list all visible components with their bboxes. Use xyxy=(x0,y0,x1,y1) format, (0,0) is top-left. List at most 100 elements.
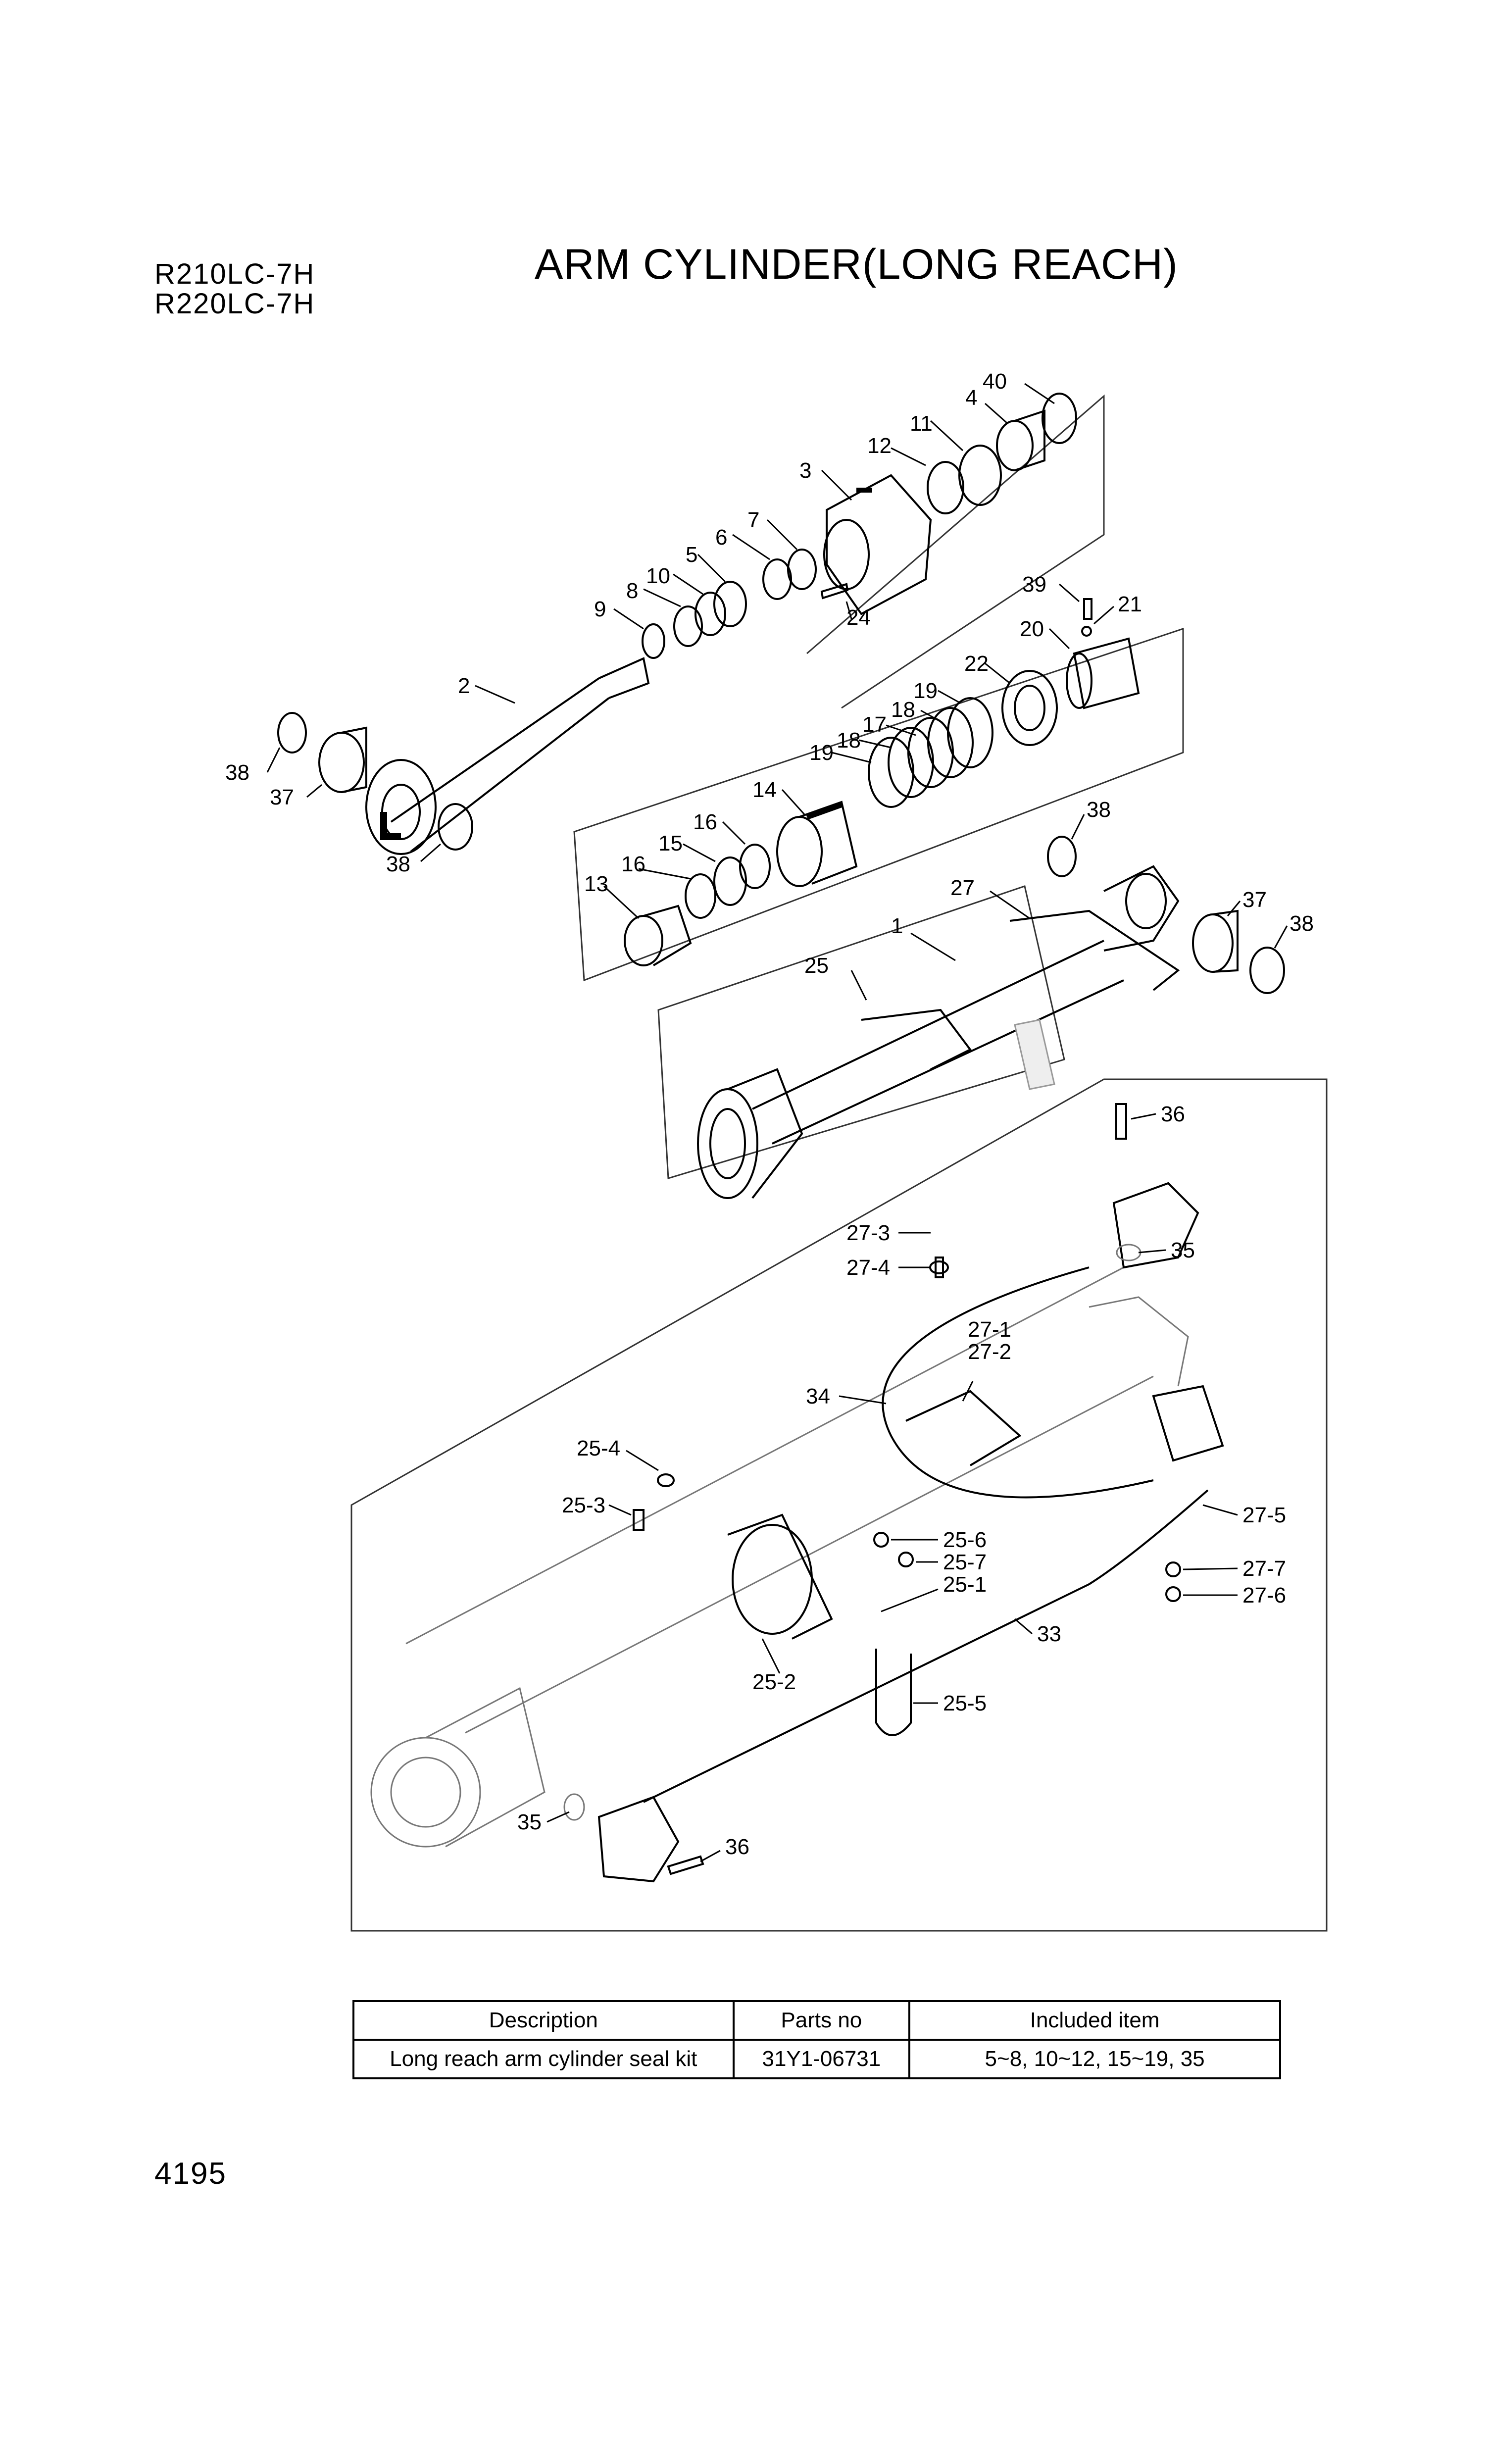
ring-16-b xyxy=(685,873,716,919)
page-number: 4195 xyxy=(154,2157,227,2191)
callout-12: 12 xyxy=(867,434,892,458)
nut-22 xyxy=(1001,670,1058,746)
callout-38-a: 38 xyxy=(225,760,249,785)
cylinder-assembly-ghost xyxy=(370,1266,1189,1848)
seal-38-c xyxy=(1047,836,1077,877)
cell-description: Long reach arm cylinder seal kit xyxy=(352,2039,735,2079)
clamp-27 xyxy=(1009,909,1180,991)
o-ring-35-bottom xyxy=(563,1793,585,1821)
callout-25-6: 25-6 xyxy=(943,1528,987,1552)
pipe-34 xyxy=(882,1266,1154,1499)
callout-27-3: 27-3 xyxy=(846,1221,890,1245)
callout-2: 2 xyxy=(458,674,470,698)
callout-33: 33 xyxy=(1037,1622,1061,1646)
callout-8: 8 xyxy=(626,579,638,603)
piston-rod xyxy=(365,657,650,855)
ring-40 xyxy=(1042,393,1077,444)
washer-25-7 xyxy=(898,1552,914,1567)
callout-27-4: 27-4 xyxy=(846,1256,890,1280)
seal-8 xyxy=(673,605,703,647)
seal-7 xyxy=(787,549,817,590)
washer-27-7 xyxy=(1165,1561,1181,1577)
callout-9: 9 xyxy=(594,597,606,621)
packing-group-panel xyxy=(573,627,1184,982)
callout-25-2: 25-2 xyxy=(752,1670,796,1694)
callout-35-a: 35 xyxy=(1171,1238,1195,1262)
bolt-36-top xyxy=(1115,1103,1127,1140)
cell-parts-no: 31Y1-06731 xyxy=(732,2039,911,2079)
cylinder-tube xyxy=(697,865,1180,1199)
ring-16-a xyxy=(739,844,771,889)
header-included-item: Included item xyxy=(908,2000,1281,2041)
callout-6: 6 xyxy=(715,525,727,550)
seal-38-b xyxy=(438,803,473,851)
callout-25-5: 25-5 xyxy=(943,1691,987,1715)
callout-17: 17 xyxy=(862,712,887,737)
bolt-24 xyxy=(820,583,849,600)
callout-10: 10 xyxy=(646,564,670,588)
callout-15: 15 xyxy=(658,831,683,855)
seal-38-d xyxy=(1249,947,1285,994)
callout-36-b: 36 xyxy=(725,1835,749,1859)
washer-27-4 xyxy=(929,1260,949,1274)
clamp-27-band xyxy=(905,1390,1022,1466)
callout-27-1: 27-1 xyxy=(968,1317,1011,1342)
callout-27-5: 27-5 xyxy=(1242,1503,1286,1527)
clamp-25 xyxy=(861,1008,972,1070)
callout-27: 27 xyxy=(950,876,975,900)
callout-1: 1 xyxy=(891,914,903,938)
callout-38-c: 38 xyxy=(1087,798,1111,822)
pipe-33 xyxy=(643,1489,1209,1803)
flange-27-5 xyxy=(1152,1385,1224,1462)
callout-7: 7 xyxy=(747,508,759,532)
model-name-1: R210LC-7H xyxy=(154,258,315,290)
callout-37-a: 37 xyxy=(270,785,294,809)
ring-18-a xyxy=(888,727,934,798)
callout-35-b: 35 xyxy=(517,1810,542,1834)
rod-group-panel xyxy=(806,394,1105,709)
table-header-row: Description Parts no Included item xyxy=(352,2000,1281,2041)
callout-25-3: 25-3 xyxy=(562,1493,605,1517)
nut-25-6 xyxy=(873,1532,889,1548)
ring-15 xyxy=(713,856,747,906)
piping-group-panel xyxy=(350,1078,1328,1932)
cell-included-item: 5~8, 10~12, 15~19, 35 xyxy=(908,2039,1281,2079)
callout-25: 25 xyxy=(804,954,829,978)
callout-38-d: 38 xyxy=(1290,911,1314,936)
callout-27-2: 27-2 xyxy=(968,1340,1011,1364)
wear-ring-20 xyxy=(1073,637,1140,709)
cushion-piston-14 xyxy=(776,801,858,887)
callout-16-a: 16 xyxy=(693,810,717,834)
callout-13: 13 xyxy=(584,872,608,896)
bushing-4 xyxy=(996,420,1034,471)
callout-27-6: 27-6 xyxy=(1242,1583,1286,1608)
callout-3: 3 xyxy=(799,458,811,483)
ring-9 xyxy=(642,623,665,659)
callout-16-b: 16 xyxy=(621,852,645,876)
callout-25-4: 25-4 xyxy=(577,1436,620,1460)
bolt-25-3 xyxy=(633,1509,645,1531)
ring-12 xyxy=(927,461,964,514)
callout-19-a: 19 xyxy=(809,741,834,765)
ring-19-a xyxy=(868,737,914,808)
callout-14: 14 xyxy=(752,778,777,802)
page-title: ARM CYLINDER(LONG REACH) xyxy=(535,241,1178,288)
ring-11 xyxy=(958,445,1002,506)
table-row: Long reach arm cylinder seal kit 31Y1-06… xyxy=(352,2039,1281,2079)
callout-37-b: 37 xyxy=(1242,888,1267,912)
callout-36-a: 36 xyxy=(1161,1102,1185,1126)
callout-39: 39 xyxy=(1022,572,1046,597)
flange-36-top xyxy=(1112,1182,1199,1269)
cushion-ring-13 xyxy=(624,905,692,966)
callout-18-b: 18 xyxy=(891,698,915,722)
callout-4: 4 xyxy=(965,386,977,410)
seal-kit-table: Description Parts no Included item Long … xyxy=(352,2000,1281,2079)
callout-27-7: 27-7 xyxy=(1242,1557,1286,1581)
callout-34: 34 xyxy=(806,1384,830,1408)
ball-21 xyxy=(1081,626,1092,637)
o-ring-35-top xyxy=(1116,1244,1142,1261)
set-screw-39 xyxy=(1083,598,1092,620)
callout-22: 22 xyxy=(964,652,989,676)
callout-11: 11 xyxy=(910,411,933,436)
clamp-25-band xyxy=(727,1513,833,1640)
